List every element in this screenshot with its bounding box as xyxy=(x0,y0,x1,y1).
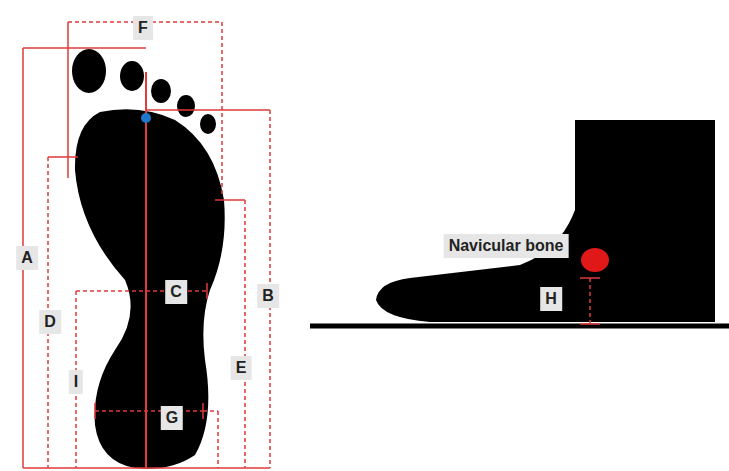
dimension-letter: I xyxy=(69,370,83,394)
dimension-letter: B xyxy=(257,284,279,308)
height-dimension xyxy=(580,278,600,324)
dimension-lines xyxy=(23,22,270,468)
dimension-letter: E xyxy=(231,356,252,380)
ground-line xyxy=(310,324,729,329)
dimension-letter: D xyxy=(39,310,61,334)
dimension-letter: G xyxy=(161,406,183,430)
dimension-letter: H xyxy=(540,287,562,311)
side-foot xyxy=(376,120,715,322)
dimension-letter: F xyxy=(133,16,153,40)
navicular-bone xyxy=(581,248,609,272)
part-label: Navicular bone xyxy=(444,234,569,258)
axis-point xyxy=(141,113,151,123)
foot-axis xyxy=(145,72,147,468)
footprint xyxy=(72,49,225,469)
dimension-letter: A xyxy=(16,246,38,270)
dimension-letter: C xyxy=(165,280,187,304)
